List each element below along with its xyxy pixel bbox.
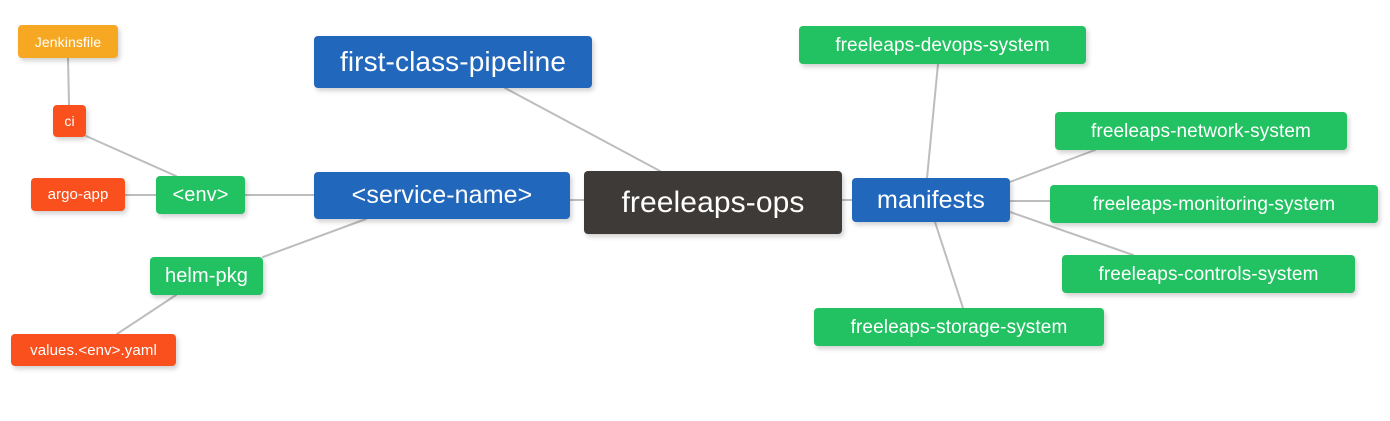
node-label-freeleaps-ops: freeleaps-ops [621,185,805,219]
node-devops[interactable]: freeleaps-devops-system [799,26,1086,64]
node-monitoring[interactable]: freeleaps-monitoring-system [1050,185,1378,223]
edge-manifests-to-devops [926,63,939,179]
edge-service-name-to-helm-pkg [262,218,367,258]
node-first-class[interactable]: first-class-pipeline [314,36,592,88]
edge-ci-to-env [85,135,177,177]
node-label-jenkinsfile: Jenkinsfile [34,33,102,50]
node-service-name[interactable]: <service-name> [314,172,570,219]
node-label-env: <env> [172,184,229,206]
edge-jenkinsfile-to-ci [67,57,70,106]
edge-manifests-to-network [1009,149,1096,183]
node-label-network: freeleaps-network-system [1091,120,1311,142]
node-label-controls: freeleaps-controls-system [1098,263,1319,285]
node-label-argo-app: argo-app [47,186,109,203]
node-values-yaml[interactable]: values.<env>.yaml [11,334,176,366]
node-label-devops: freeleaps-devops-system [835,34,1050,56]
node-label-first-class: first-class-pipeline [339,46,567,77]
node-ci[interactable]: ci [53,105,86,137]
node-env[interactable]: <env> [156,176,245,214]
node-network[interactable]: freeleaps-network-system [1055,112,1347,150]
node-label-storage: freeleaps-storage-system [850,316,1068,338]
edge-first-class-to-freeleaps-ops [504,87,661,172]
node-label-monitoring: freeleaps-monitoring-system [1092,193,1336,215]
edge-manifests-to-storage [934,221,964,309]
node-label-values-yaml: values.<env>.yaml [30,341,157,359]
node-jenkinsfile[interactable]: Jenkinsfile [18,25,118,58]
node-manifests[interactable]: manifests [852,178,1010,222]
node-label-ci: ci [64,113,75,129]
node-label-manifests: manifests [877,185,985,214]
node-controls[interactable]: freeleaps-controls-system [1062,255,1355,293]
node-argo-app[interactable]: argo-app [31,178,125,211]
node-label-service-name: <service-name> [351,181,533,209]
edge-helm-pkg-to-values-yaml [116,294,177,335]
node-helm-pkg[interactable]: helm-pkg [150,257,263,295]
node-storage[interactable]: freeleaps-storage-system [814,308,1104,346]
node-label-helm-pkg: helm-pkg [164,265,249,287]
node-freeleaps-ops[interactable]: freeleaps-ops [584,171,842,234]
